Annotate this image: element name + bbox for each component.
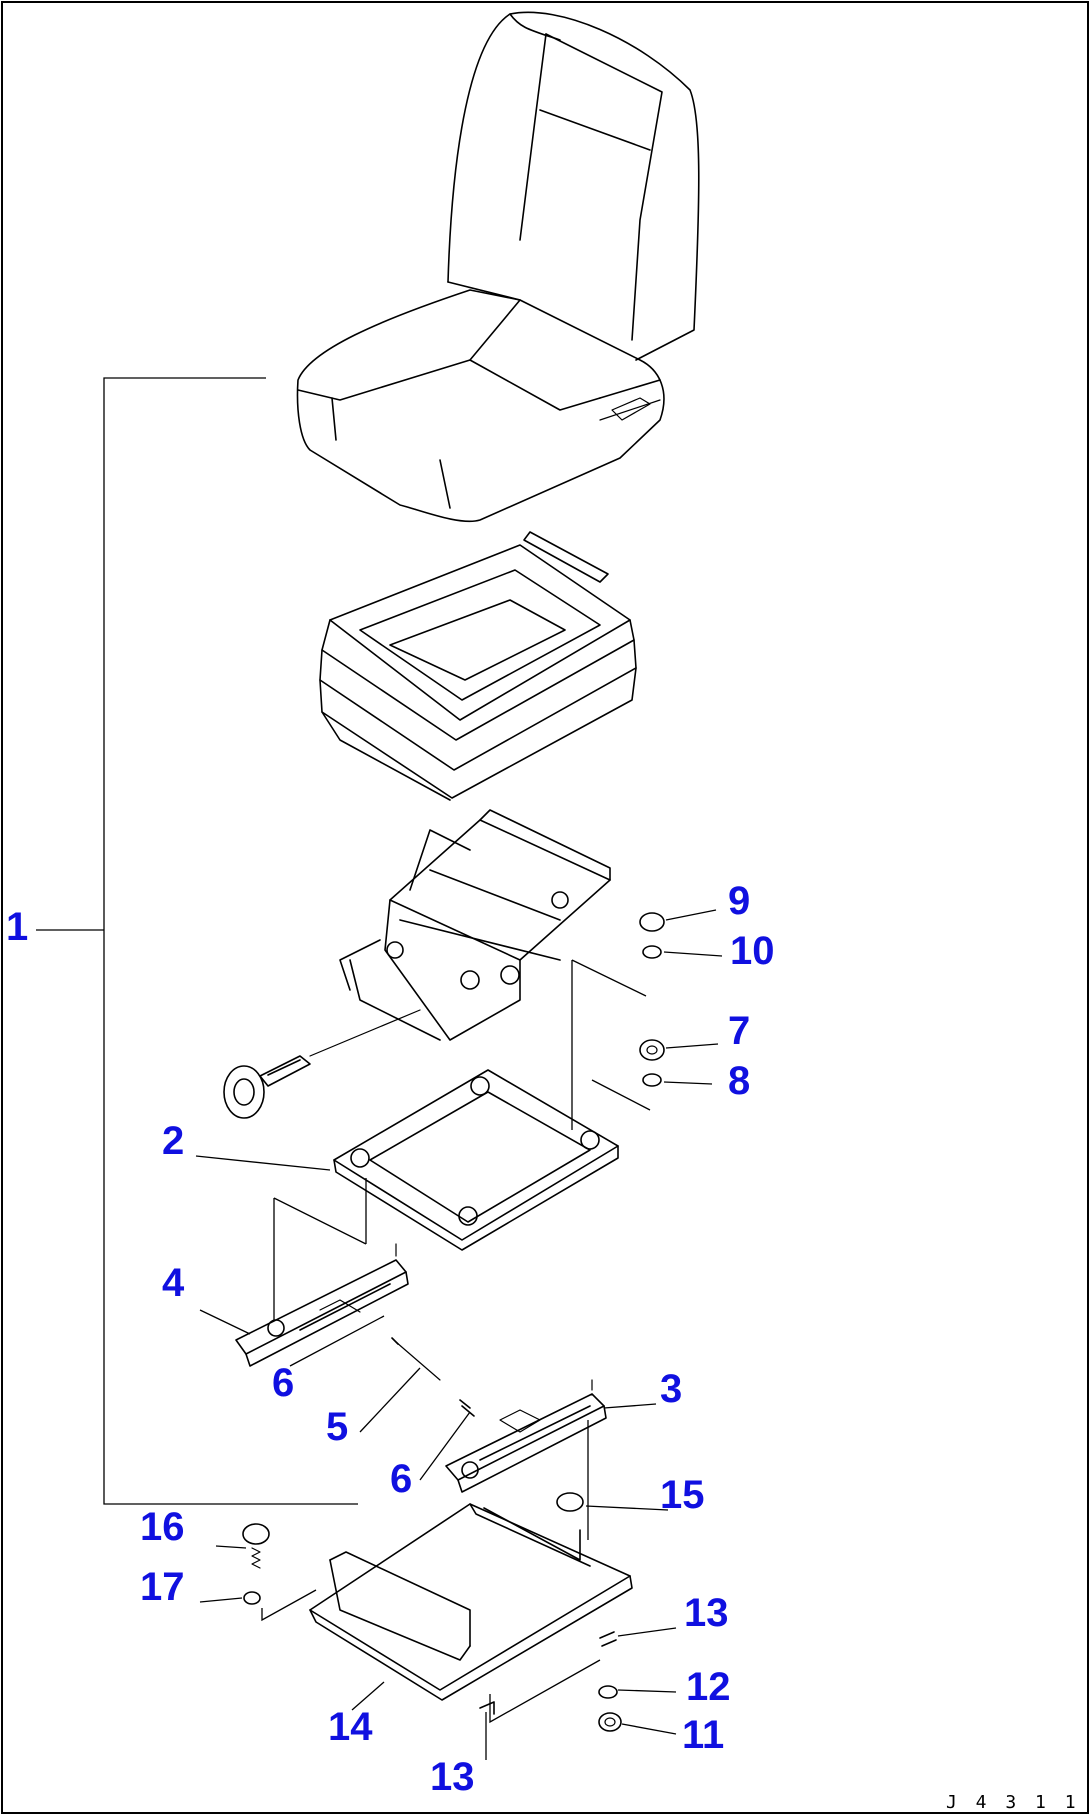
- suspension-bellows-drawing: [319, 531, 637, 801]
- hardware-drawing: [242, 912, 665, 1732]
- group-bracket-1: [36, 377, 358, 1505]
- drawing-code: J 4 3 1 1 3 1 0: [946, 1792, 1090, 1813]
- assembly-lines: [261, 959, 651, 1724]
- suspension-mechanism-drawing: [223, 809, 611, 1119]
- callout-labels: 1 2 3 4 5 6 6 7 8 9 10 11 12 13 13 14 15…: [6, 879, 775, 1799]
- leader-lines: [195, 909, 723, 1760]
- callout-13-bottom: 13: [430, 1755, 475, 1799]
- callout-10: 10: [730, 929, 775, 973]
- callout-6-lower: 6: [390, 1457, 412, 1501]
- part-3-rail-drawing: [445, 1379, 607, 1493]
- callout-8: 8: [728, 1059, 750, 1103]
- seat-assembly-drawing: [296, 11, 700, 523]
- part-4-rail-drawing: [235, 1243, 409, 1367]
- callout-9: 9: [728, 879, 750, 923]
- callout-14: 14: [328, 1705, 373, 1749]
- callout-1: 1: [6, 905, 28, 949]
- part-14-bracket-drawing: [309, 1492, 633, 1701]
- callout-12: 12: [686, 1665, 731, 1709]
- callout-6-upper: 6: [272, 1361, 294, 1405]
- callout-7: 7: [728, 1009, 750, 1053]
- callout-2: 2: [162, 1119, 184, 1163]
- part-2-plate-drawing: [333, 1069, 619, 1251]
- callout-16: 16: [140, 1505, 185, 1549]
- callout-11: 11: [682, 1713, 724, 1757]
- callout-5: 5: [326, 1405, 348, 1449]
- callout-3: 3: [660, 1367, 682, 1411]
- callout-15: 15: [660, 1473, 705, 1517]
- callout-4: 4: [162, 1261, 185, 1305]
- callout-17: 17: [140, 1565, 185, 1609]
- callout-13-right: 13: [684, 1591, 729, 1635]
